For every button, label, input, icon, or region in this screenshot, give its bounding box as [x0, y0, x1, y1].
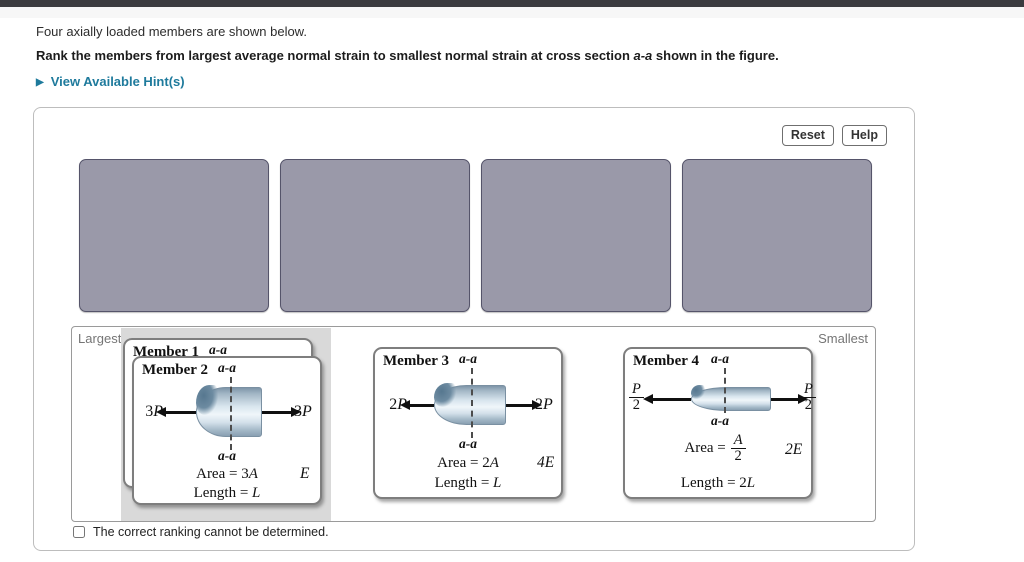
member-card-2[interactable]: Member 2 a-a 3P 3P a-a Area = 3A E Lengt…	[132, 356, 322, 505]
smallest-label: Smallest	[818, 331, 868, 346]
drop-target-1[interactable]	[79, 159, 269, 312]
undetermined-row: The correct ranking cannot be determined…	[73, 525, 329, 539]
length-label: Length = L	[434, 475, 502, 491]
ranking-bin: Largest Smallest Member 1 a-a Member 2 a…	[71, 326, 876, 522]
question-panel: Reset Help Largest Smallest Member 1 a-a…	[33, 107, 915, 551]
section-label-bottom: a-a	[459, 436, 477, 451]
modulus-label: E	[300, 465, 310, 482]
length-label: Length = 2L	[680, 475, 756, 491]
cylinder-curl	[434, 383, 456, 407]
undetermined-checkbox[interactable]	[73, 526, 85, 538]
section-label-top: a-a	[209, 342, 227, 357]
card-title: Member 3	[383, 353, 449, 369]
area-label: Area = 3A	[196, 466, 258, 482]
top-strip	[0, 7, 1024, 18]
area-label: Area = 2A	[437, 455, 499, 471]
hint-link-label: View Available Hint(s)	[50, 74, 185, 89]
intro-text: Four axially loaded members are shown be…	[36, 24, 307, 39]
section-label-bottom: a-a	[218, 448, 236, 463]
hint-link[interactable]: ▶ View Available Hint(s)	[36, 74, 185, 89]
top-bar	[0, 0, 1024, 7]
card-title: Member 4	[633, 353, 699, 369]
panel-toolbar: Reset Help	[781, 125, 887, 146]
section-label-top: a-a	[711, 351, 729, 366]
section-label-bottom: a-a	[711, 413, 729, 428]
section-line	[724, 368, 726, 413]
drop-target-2[interactable]	[280, 159, 470, 312]
member-card-3[interactable]: Member 3 a-a 2P 2P a-a Area = 2A 4E Leng…	[373, 347, 563, 499]
length-label: Length = L	[193, 485, 261, 501]
instruction-text: Rank the members from largest average no…	[36, 48, 779, 63]
card-title: Member 2	[142, 362, 208, 378]
drop-target-4[interactable]	[682, 159, 872, 312]
cylinder-curl	[691, 385, 705, 399]
section-label-top: a-a	[218, 360, 236, 375]
undetermined-label: The correct ranking cannot be determined…	[93, 525, 329, 539]
section-line	[471, 368, 473, 438]
section-line	[230, 377, 232, 450]
cylinder-curl	[196, 385, 218, 415]
largest-label: Largest	[78, 331, 122, 346]
cylinder	[434, 383, 506, 425]
drop-target-3[interactable]	[481, 159, 671, 312]
hint-arrow-icon: ▶	[36, 77, 44, 88]
reset-button[interactable]: Reset	[781, 125, 834, 146]
section-label-top: a-a	[459, 351, 477, 366]
help-button[interactable]: Help	[841, 125, 887, 146]
modulus-label: 4E	[537, 454, 555, 471]
cylinder	[196, 385, 262, 437]
modulus-label: 2E	[785, 441, 803, 458]
cylinder	[691, 385, 771, 411]
